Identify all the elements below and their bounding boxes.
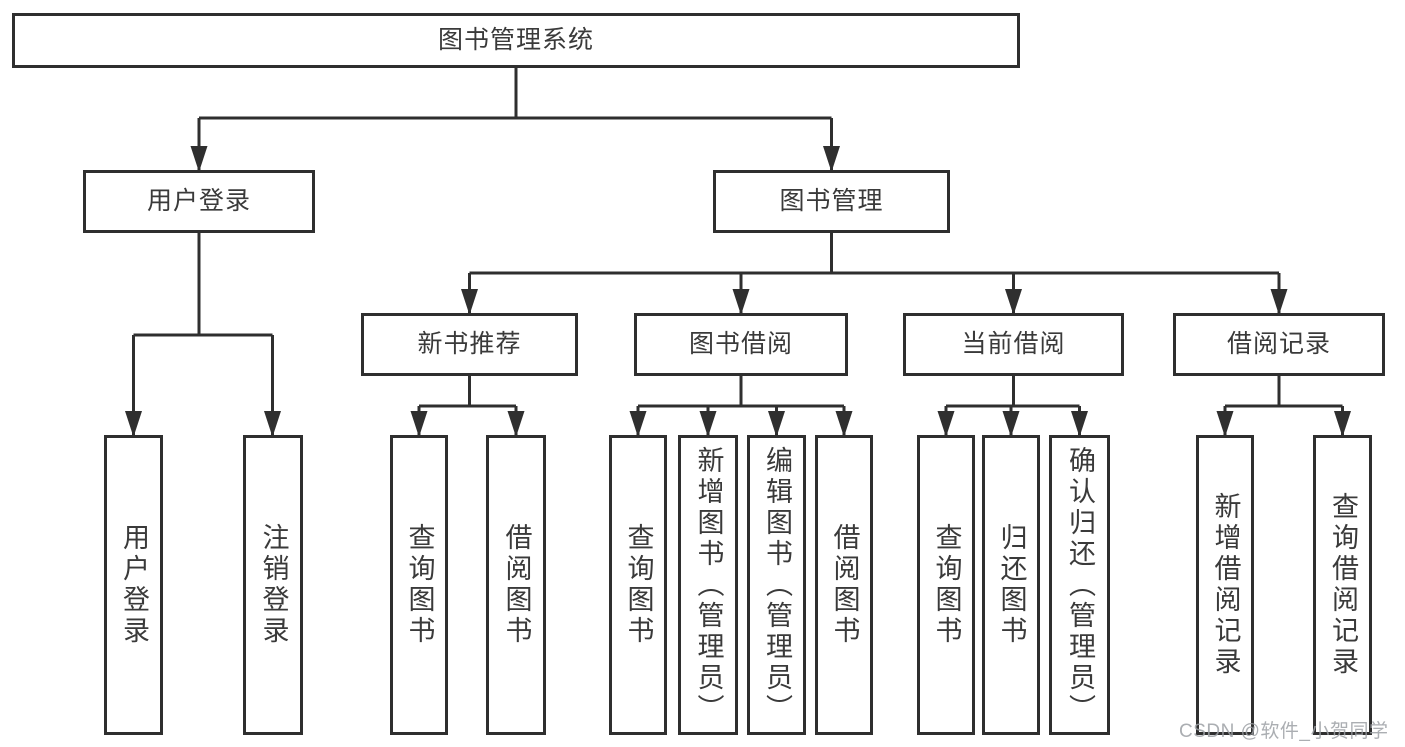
leaf-recommend-query-books: 查询图书 — [390, 435, 448, 735]
leaf-record-add-borrow-record: 新增借阅记录 — [1196, 435, 1254, 735]
node-new-book-recommend: 新书推荐 — [361, 313, 578, 376]
leaf-borrow-query-books: 查询图书 — [609, 435, 667, 735]
node-user-login: 用户登录 — [83, 170, 315, 233]
node-book-management-system: 图书管理系统 — [12, 13, 1020, 68]
leaf-current-return-books: 归还图书 — [982, 435, 1040, 735]
leaf-logout: 注销登录 — [243, 435, 303, 735]
leaf-recommend-borrow-books: 借阅图书 — [486, 435, 546, 735]
leaf-borrow-borrow-books: 借阅图书 — [815, 435, 873, 735]
node-borrow-record: 借阅记录 — [1173, 313, 1385, 376]
connector-arrows — [125, 118, 1351, 437]
csdn-watermark: CSDN @软件_小贺同学 — [1179, 721, 1389, 742]
node-book-management: 图书管理 — [713, 170, 950, 233]
node-current-borrow: 当前借阅 — [903, 313, 1124, 376]
connector-stems — [133, 68, 1343, 408]
node-book-borrow: 图书借阅 — [634, 313, 848, 376]
leaf-current-confirm-return-admin: 确认归还（管理员） — [1049, 435, 1110, 735]
leaf-user-login: 用户登录 — [104, 435, 163, 735]
leaf-borrow-edit-books-admin: 编辑图书（管理员） — [747, 435, 806, 735]
leaf-borrow-add-books-admin: 新增图书（管理员） — [678, 435, 738, 735]
leaf-current-query-books: 查询图书 — [917, 435, 975, 735]
leaf-record-query-borrow-record: 查询借阅记录 — [1313, 435, 1372, 735]
